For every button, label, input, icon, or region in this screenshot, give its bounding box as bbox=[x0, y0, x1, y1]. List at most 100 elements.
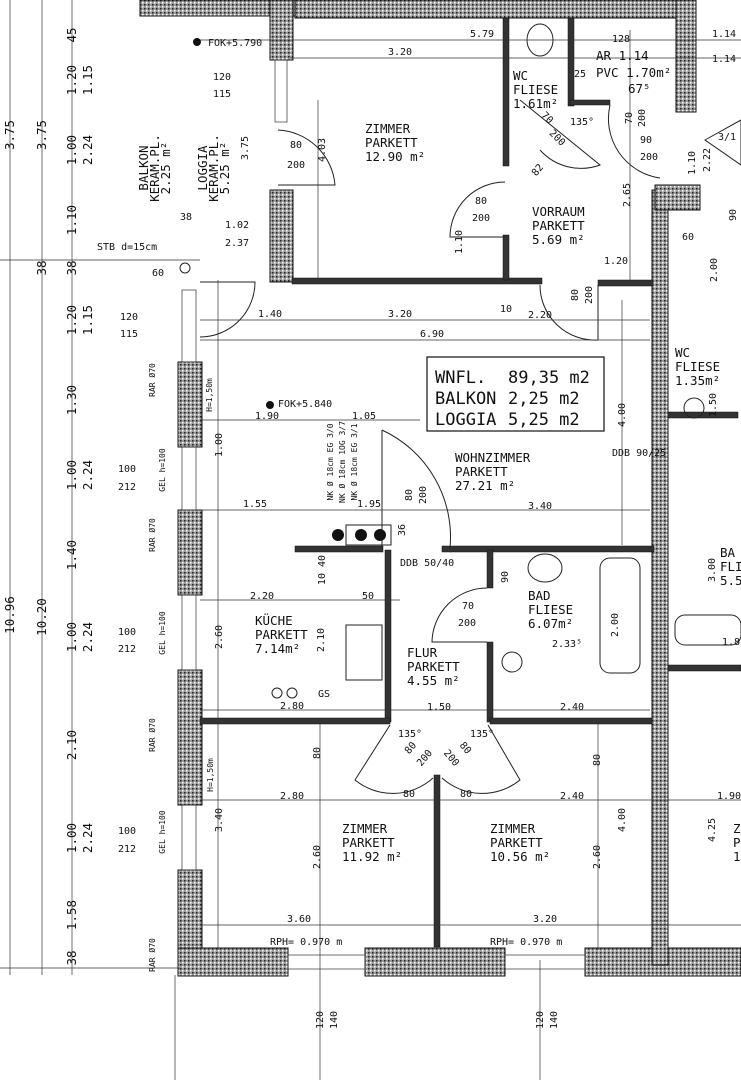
vorraum-wall bbox=[502, 234, 510, 281]
dimension-label: 6.90 bbox=[420, 329, 444, 340]
room-floor: PARKETT bbox=[532, 218, 585, 233]
section-marker-icon bbox=[704, 119, 741, 166]
dimension-label: 1.10 bbox=[454, 230, 465, 254]
room-name: VORRAUM bbox=[532, 204, 585, 219]
dimension-label: 200 bbox=[441, 748, 461, 769]
room-name: ZIMMER bbox=[365, 121, 411, 136]
bedroom-top-wall-left bbox=[199, 717, 391, 725]
room-area: 10.56 m² bbox=[490, 849, 550, 864]
dimension-label: 1.00 bbox=[64, 622, 79, 652]
area-summary-box bbox=[426, 356, 605, 432]
annotation: DDB 90/25 bbox=[612, 448, 666, 459]
outdoor-name: BALKON bbox=[136, 145, 151, 190]
chimney-label: NK Ø 18cm 1OG 3/7 bbox=[337, 421, 347, 503]
room-floor: PARKETT bbox=[365, 135, 418, 150]
room-area: 27.21 m² bbox=[455, 478, 515, 493]
bathtub-icon bbox=[674, 614, 741, 646]
annotation: 135° bbox=[470, 729, 494, 740]
dimension-label: 1.05 bbox=[352, 411, 376, 422]
dimension-label: 80 bbox=[457, 740, 473, 756]
dimension-label: 80 bbox=[570, 289, 581, 301]
windows bbox=[181, 59, 586, 970]
dimension-label: 212 bbox=[118, 482, 136, 493]
washing-machine-icon bbox=[501, 651, 523, 673]
dimension-label: 60 bbox=[682, 232, 694, 243]
window bbox=[287, 954, 366, 970]
door-ar[interactable] bbox=[607, 104, 661, 179]
dimension-label: 1.02 bbox=[225, 220, 249, 231]
window bbox=[504, 954, 586, 970]
dimension-label: 1.00 bbox=[214, 433, 225, 457]
dimension-label: 3.75 bbox=[240, 136, 251, 160]
dimension-label: 1.15 bbox=[80, 65, 95, 95]
door-zimmer-left[interactable] bbox=[354, 724, 434, 794]
area-summary-label: WNFL. bbox=[435, 368, 486, 388]
dimension-label: 1.14 bbox=[712, 54, 736, 65]
dimension-label: 4.03 bbox=[317, 138, 328, 162]
kitchen-sink-icon bbox=[345, 624, 383, 681]
central-wall bbox=[651, 189, 669, 966]
dimension-label: 2.10 bbox=[316, 628, 327, 652]
door-bad[interactable] bbox=[431, 587, 488, 643]
dimension-label: 200 bbox=[287, 160, 305, 171]
dimension-label: 1.40 bbox=[258, 309, 282, 320]
dimension-label: 1.95 bbox=[357, 499, 381, 510]
door-wc[interactable] bbox=[519, 99, 601, 169]
dimension-label: 200 bbox=[637, 109, 648, 127]
dimension-label: 3.40 bbox=[528, 501, 552, 512]
dimension-label: 80 bbox=[475, 196, 487, 207]
kitchen-top-wall bbox=[294, 545, 384, 553]
dimension-label: 3.75 bbox=[34, 120, 49, 150]
door-zimmer-right[interactable] bbox=[441, 724, 521, 794]
annotation: GEL h=100 bbox=[158, 810, 167, 854]
outdoor-name: LOGGIA bbox=[195, 145, 210, 191]
kitchen-right-wall bbox=[384, 549, 392, 723]
annotation: RPH= 0.970 m bbox=[270, 937, 342, 948]
dimension-label: 2.00 bbox=[610, 613, 621, 637]
dimension-label: 1.20 bbox=[64, 65, 79, 95]
dimension-label: 80 bbox=[290, 140, 302, 151]
walls bbox=[139, 0, 741, 977]
stove-icon bbox=[345, 524, 392, 546]
room-area: 11.92 m² bbox=[342, 849, 402, 864]
annotation: STB d=15cm bbox=[97, 242, 157, 253]
dimension-label: 200 bbox=[546, 128, 567, 149]
window bbox=[181, 594, 197, 671]
dimension-label: 1.83 bbox=[722, 637, 741, 648]
dimension-label: 2.20 bbox=[250, 591, 274, 602]
door-wohnzimmer[interactable] bbox=[381, 429, 451, 549]
dimension-label: 38 bbox=[64, 260, 79, 275]
window bbox=[181, 446, 197, 511]
annotation: RAR Ø70 bbox=[147, 718, 157, 752]
window bbox=[181, 289, 197, 363]
annotation: DDB 50/40 bbox=[400, 558, 454, 569]
room-area: 1 bbox=[733, 849, 741, 864]
dimension-label: 5.79 bbox=[470, 29, 494, 40]
window bbox=[181, 804, 197, 871]
room-name: ZIMMER bbox=[342, 821, 388, 836]
room-name: WOHNZIMMER bbox=[455, 450, 531, 465]
bottom-wall-seg2 bbox=[364, 947, 506, 977]
door-zimmer[interactable] bbox=[449, 181, 506, 238]
dimension-label: 1.00 bbox=[64, 135, 79, 165]
dimension-label: 90 bbox=[500, 571, 511, 583]
room-floor: P bbox=[733, 835, 741, 850]
bottom-wall-seg1 bbox=[177, 947, 289, 977]
room-floor: PARKETT bbox=[255, 627, 308, 642]
door-loggia[interactable] bbox=[277, 129, 336, 186]
dimension-label: 10.96 bbox=[2, 596, 17, 634]
bedroom-top-wall-right bbox=[489, 717, 653, 725]
hob-icon bbox=[286, 687, 298, 699]
dimension-label: 1.15 bbox=[80, 305, 95, 335]
ar-bottom-wall bbox=[569, 99, 611, 106]
burner-icon bbox=[355, 529, 367, 541]
room-floor: PARKETT bbox=[490, 835, 543, 850]
dimension-label: 2.60 bbox=[312, 845, 323, 869]
dimension-label: 3.00 bbox=[707, 558, 718, 582]
door-balkon[interactable] bbox=[199, 281, 256, 338]
dimension-label: 2.10 bbox=[64, 730, 79, 760]
annotation: GEL h=100 bbox=[158, 448, 167, 492]
dimension-label: 45 bbox=[64, 27, 79, 42]
zimmer-bottom-wall bbox=[291, 277, 543, 285]
dimension-label: 100 bbox=[118, 464, 136, 475]
